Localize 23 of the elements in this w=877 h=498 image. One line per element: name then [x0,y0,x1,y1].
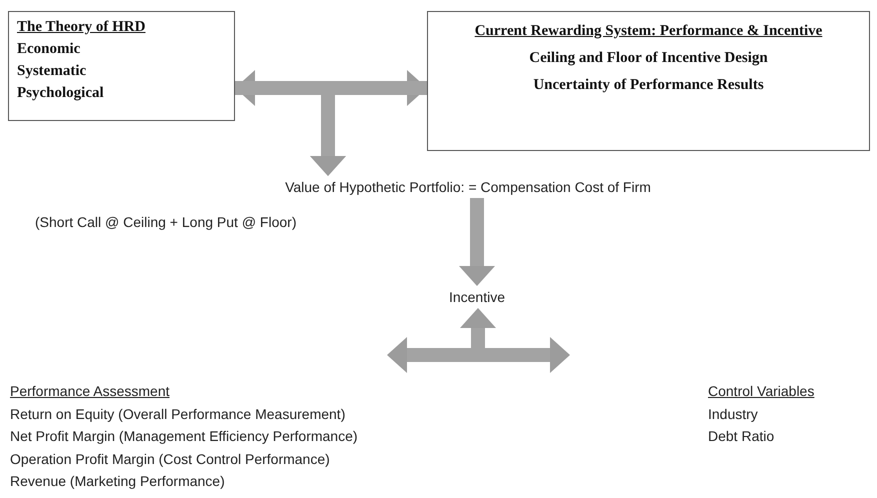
text-box [427,11,870,151]
text-line: Revenue (Marketing Performance) [10,472,225,491]
text-line: Incentive [448,288,506,307]
text-line: Systematic [17,62,86,81]
text-line: Uncertainty of Performance Results [533,76,764,95]
text-line: Return on Equity (Overall Performance Measurement) [10,404,346,424]
heading-text: Current Rewarding System: Performance & Incentive [474,22,824,41]
text-line: Net Profit Margin (Management Efficiency Performance) [10,427,358,446]
block-arrow [310,81,427,176]
text-box [8,11,235,121]
heading-text: Control Variables [708,382,814,401]
text-line: Psychological [17,84,104,103]
text-line: Economic [17,40,80,59]
text-line: Industry [708,404,758,424]
text-line: Value of Hypothetic Portfolio: = Compensation Cost of Firm [285,178,651,197]
block-arrow [387,337,570,373]
text-line: Debt Ratio [708,427,774,446]
text-line: Ceiling and Floor of Incentive Design [529,49,768,68]
heading-text: The Theory of HRD [17,18,146,37]
block-arrow [459,198,495,286]
heading-text: Performance Assessment [10,382,170,401]
formula-note: (Short Call @ Ceiling + Long Put @ Floor) [35,214,296,230]
text-line: Operation Profit Margin (Cost Control Performance) [10,450,330,469]
